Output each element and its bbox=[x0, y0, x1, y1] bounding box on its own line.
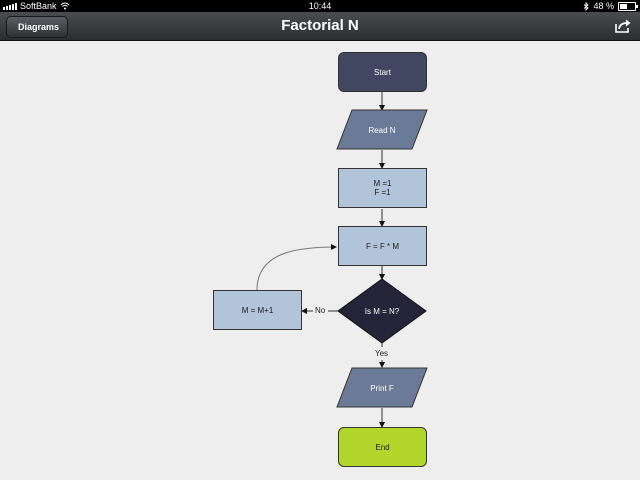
battery-percent: 48 % bbox=[593, 1, 614, 11]
status-bar: SoftBank 10:44 48 % bbox=[0, 0, 640, 12]
edge-label-no: No bbox=[315, 306, 326, 315]
bluetooth-icon bbox=[584, 1, 590, 11]
read-label: Read N bbox=[368, 125, 396, 135]
read-shape[interactable] bbox=[336, 109, 428, 150]
status-left: SoftBank bbox=[3, 0, 70, 12]
diagram-canvas[interactable]: Start Read N M =1 F =1 F = F * M Is M = … bbox=[0, 41, 640, 480]
increment-label: M = M+1 bbox=[241, 305, 274, 315]
start-label: Start bbox=[374, 67, 391, 77]
init-node[interactable]: M =1 F =1 bbox=[338, 168, 427, 208]
read-node[interactable]: Read N bbox=[337, 110, 427, 150]
share-icon[interactable] bbox=[614, 18, 632, 34]
end-label: End bbox=[375, 442, 390, 452]
navigation-bar: Diagrams Factorial N bbox=[0, 12, 640, 41]
connector-increment-multiply bbox=[256, 244, 337, 291]
battery-icon bbox=[618, 1, 638, 11]
print-label: Print F bbox=[370, 383, 394, 393]
back-button-diagrams[interactable]: Diagrams bbox=[6, 16, 69, 38]
flowchart-connectors bbox=[256, 92, 428, 428]
wifi-icon bbox=[60, 2, 69, 10]
decision-shape[interactable] bbox=[337, 278, 427, 344]
start-node[interactable]: Start bbox=[338, 52, 427, 92]
end-node[interactable]: End bbox=[338, 427, 427, 467]
increment-node[interactable]: M = M+1 bbox=[213, 290, 302, 330]
print-node[interactable]: Print F bbox=[337, 368, 427, 408]
multiply-label: F = F * M bbox=[365, 241, 400, 251]
multiply-node[interactable]: F = F * M bbox=[338, 226, 427, 266]
signal-icon bbox=[3, 2, 17, 10]
status-time: 10:44 bbox=[308, 1, 332, 11]
edge-label-yes: Yes bbox=[375, 349, 389, 358]
init-label: M =1 F =1 bbox=[373, 179, 392, 197]
decision-label: Is M = N? bbox=[364, 306, 400, 316]
status-right: 48 % bbox=[583, 0, 638, 12]
carrier-label: SoftBank bbox=[20, 1, 57, 11]
decision-node[interactable]: Is M = N? bbox=[338, 279, 426, 343]
page-title: Factorial N bbox=[281, 17, 359, 34]
print-shape[interactable] bbox=[336, 367, 428, 408]
